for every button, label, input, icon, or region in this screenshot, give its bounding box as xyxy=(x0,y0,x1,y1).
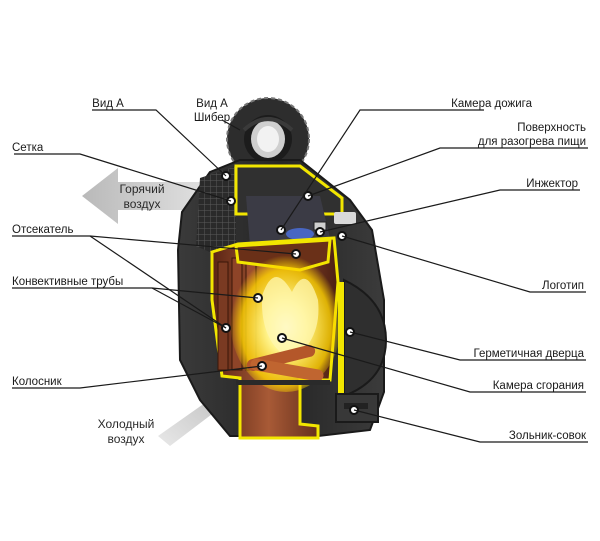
shiber-inset xyxy=(226,97,310,181)
label-setka: Сетка xyxy=(12,142,44,154)
hot-air-arrow: Горячий воздух xyxy=(82,168,210,224)
label-vid-a: Вид А xyxy=(92,98,124,110)
label-logotip: Логотип xyxy=(542,280,584,292)
label-konvektivnye: Конвективные трубы xyxy=(12,276,123,288)
label-vid-a-shiber-1: Вид А xyxy=(196,98,228,110)
cold-air-label-2: воздух xyxy=(107,432,144,446)
hot-air-label-2: воздух xyxy=(123,197,160,211)
label-kamera-sgoraniya: Камера сгорания xyxy=(493,380,584,392)
label-zolnik: Зольник-совок xyxy=(509,430,587,442)
label-kamera-dozhiga: Камера дожига xyxy=(451,98,532,110)
label-germetichnaya: Герметичная дверца xyxy=(474,348,585,360)
label-poverkhnost-1: Поверхность xyxy=(517,122,586,134)
cold-air-label-1: Холодный xyxy=(98,417,155,431)
stove-body xyxy=(176,159,388,440)
label-vid-a-shiber-2: Шибер xyxy=(194,112,230,124)
hot-air-label-1: Горячий xyxy=(119,182,164,196)
label-injektor: Инжектор xyxy=(526,178,578,190)
label-kolosnik: Колосник xyxy=(12,376,63,388)
labels: Вид А Вид А Шибер Камера дожига Поверхно… xyxy=(12,98,587,442)
label-otsekatel: Отсекатель xyxy=(12,224,74,236)
label-poverkhnost-2: для разогрева пищи xyxy=(478,136,586,148)
leader-lines xyxy=(12,109,588,443)
